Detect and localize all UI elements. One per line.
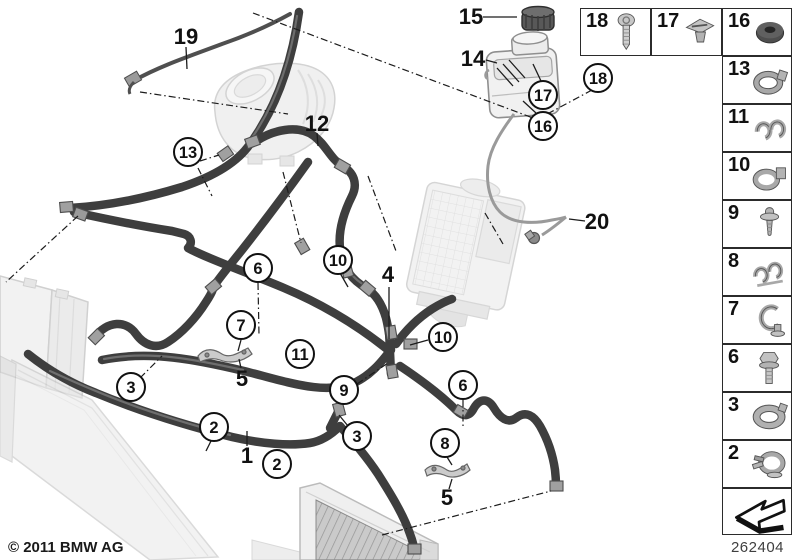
leader-lines-solid: [185, 16, 586, 490]
legend-cell-18: 18: [580, 8, 651, 56]
legend-cell-17: 17: [651, 8, 722, 56]
copyright-text: © 2011 BMW AG: [8, 539, 124, 556]
expansion-rivet-icon: [680, 12, 720, 52]
callout-label-20: 20: [584, 209, 610, 234]
callout-circle-6: 6: [448, 370, 478, 400]
legend-part-number: 6: [728, 346, 740, 368]
legend-cell-8: 8: [722, 248, 792, 296]
legend-cell-arrow: [722, 488, 792, 535]
bracket-parts: [197, 347, 471, 478]
legend-cell-3: 3: [722, 392, 792, 440]
hose-fittings: [58, 134, 564, 555]
vent-hose-19: [123, 12, 292, 95]
callout-circle-6: 6: [243, 253, 273, 283]
direction-arrow-icon: [730, 490, 788, 534]
legend-cell-13: 13: [722, 56, 792, 104]
legend-part-number: 16: [728, 10, 751, 32]
condenser-panel: [0, 355, 220, 560]
legend-part-number: 18: [586, 10, 609, 32]
legend-part-number: 7: [728, 298, 740, 320]
legend-part-number: 17: [657, 10, 680, 32]
legend-part-number: 11: [728, 106, 750, 128]
flange-bolt-icon: [750, 348, 790, 388]
callout-label-5: 5: [440, 485, 454, 510]
legend-part-number: 2: [728, 442, 740, 464]
callout-circle-10: 10: [428, 322, 458, 352]
callout-circle-17: 17: [528, 80, 558, 110]
callout-circle-3: 3: [342, 421, 372, 451]
quick-release-clamp-icon: [750, 444, 790, 484]
leader-lines-dashed: [5, 12, 593, 536]
screw-icon: [609, 12, 649, 52]
callout-circle-11: 11: [285, 339, 315, 369]
callout-label-12: 12: [304, 111, 330, 136]
callout-circle-2: 2: [199, 412, 229, 442]
legend-part-number: 10: [728, 154, 751, 176]
callout-circle-10: 10: [323, 245, 353, 275]
callout-circle-8: 8: [430, 428, 460, 458]
callout-circle-16: 16: [528, 111, 558, 141]
clamp-bracket-icon: [750, 156, 790, 196]
legend-cell-6: 6: [722, 344, 792, 392]
callout-circle-3: 3: [116, 372, 146, 402]
callout-circle-7: 7: [226, 310, 256, 340]
callout-label-4: 4: [381, 262, 395, 287]
screw-washer-icon: [750, 204, 790, 244]
legend-part-number: 8: [728, 250, 740, 272]
callout-label-5: 5: [235, 366, 249, 391]
hose-clamp-icon: [750, 60, 790, 100]
callout-circle-18: 18: [583, 63, 613, 93]
callout-label-14: 14: [460, 46, 486, 71]
callout-label-1: 1: [240, 443, 254, 468]
callout-circle-13: 13: [173, 137, 203, 167]
legend-part-number: 9: [728, 202, 740, 224]
diagram-number: 262404: [730, 539, 785, 556]
band-clamp-icon: [750, 396, 790, 436]
tank-cap: [521, 5, 555, 31]
callout-label-19: 19: [173, 24, 199, 49]
sensor-pipe-20: [486, 113, 567, 245]
legend-cell-10: 10: [722, 152, 792, 200]
callout-circle-9: 9: [329, 375, 359, 405]
callout-label-15: 15: [458, 4, 484, 29]
intercooler-component: [405, 178, 526, 328]
legend-cell-9: 9: [722, 200, 792, 248]
legend-cell-11: 11: [722, 104, 792, 152]
double-clip-icon: [750, 108, 790, 148]
legend-part-number: 3: [728, 394, 740, 416]
legend-cell-7: 7: [722, 296, 792, 344]
callout-circle-2: 2: [262, 449, 292, 479]
grommet-icon: [750, 12, 790, 52]
spring-clip-icon: [750, 300, 790, 340]
double-clamp-icon: [750, 252, 790, 292]
legend-part-number: 13: [728, 58, 751, 80]
legend-cell-16: 16: [722, 8, 792, 56]
legend-cell-2: 2: [722, 440, 792, 488]
